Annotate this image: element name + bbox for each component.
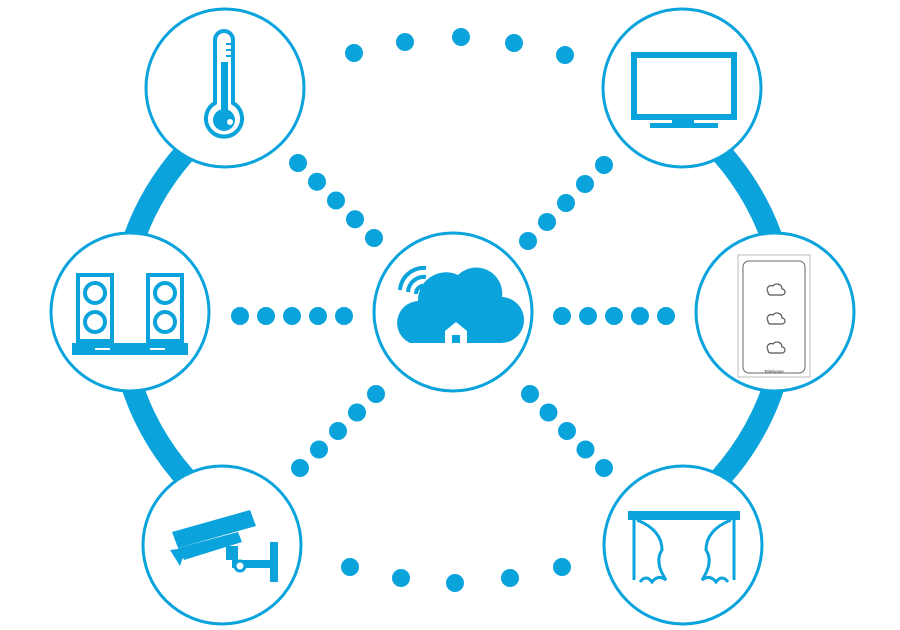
connection-dot <box>452 28 470 46</box>
connection-dot <box>538 213 556 231</box>
connection-dot <box>553 307 571 325</box>
connection-dot <box>291 459 309 477</box>
switch-panel-icon: Telehome <box>737 254 811 378</box>
connection-dot <box>576 440 595 459</box>
hub-node[interactable] <box>372 231 534 393</box>
connection-dot <box>595 156 613 174</box>
connection-dot <box>329 422 347 440</box>
connection-dot <box>446 574 464 592</box>
cloud-home-wifi-icon <box>397 265 525 344</box>
camera-node[interactable] <box>141 464 303 626</box>
tv-node[interactable] <box>601 7 763 169</box>
connection-dot <box>346 210 364 229</box>
thermometer-node[interactable] <box>144 7 306 169</box>
speakers-icon <box>72 273 188 355</box>
connection-dot <box>257 307 275 325</box>
tv-icon <box>631 52 737 128</box>
connection-dot <box>335 307 353 325</box>
connection-dot <box>576 175 594 193</box>
connection-dot <box>327 191 345 210</box>
connection-dot <box>367 385 385 403</box>
curtain-icon <box>628 511 740 585</box>
connection-dot <box>283 307 301 325</box>
connection-dot <box>308 172 326 191</box>
connection-dot <box>595 459 613 477</box>
connection-dot <box>556 46 574 64</box>
connection-dot <box>289 154 307 172</box>
connection-dot <box>579 307 597 325</box>
connection-dot <box>521 385 539 403</box>
connection-dot <box>396 33 414 51</box>
connection-dot <box>309 307 327 325</box>
connection-dot <box>348 403 366 422</box>
speakers-node[interactable] <box>49 231 211 393</box>
connection-dot <box>341 558 359 576</box>
connection-dots <box>231 28 675 592</box>
connection-dot <box>557 194 575 212</box>
switch-panel-node[interactable]: Telehome <box>694 231 856 393</box>
connection-dot <box>631 307 649 325</box>
connection-dot <box>558 422 576 440</box>
connection-dot <box>365 229 383 247</box>
connection-dot <box>231 307 249 325</box>
connection-dot <box>345 44 363 62</box>
connection-dot <box>505 34 523 52</box>
connection-dot <box>539 403 558 422</box>
connection-dot <box>553 558 571 576</box>
connection-dot <box>657 307 675 325</box>
switch-panel-label: Telehome <box>764 369 784 374</box>
connection-dot <box>501 569 519 587</box>
thermometer-icon <box>204 29 244 139</box>
connection-dot <box>519 232 537 250</box>
connection-dot <box>605 307 623 325</box>
security-camera-icon <box>170 510 278 582</box>
connection-dot <box>392 569 410 587</box>
curtain-node[interactable] <box>602 464 764 626</box>
connection-dot <box>310 440 328 459</box>
